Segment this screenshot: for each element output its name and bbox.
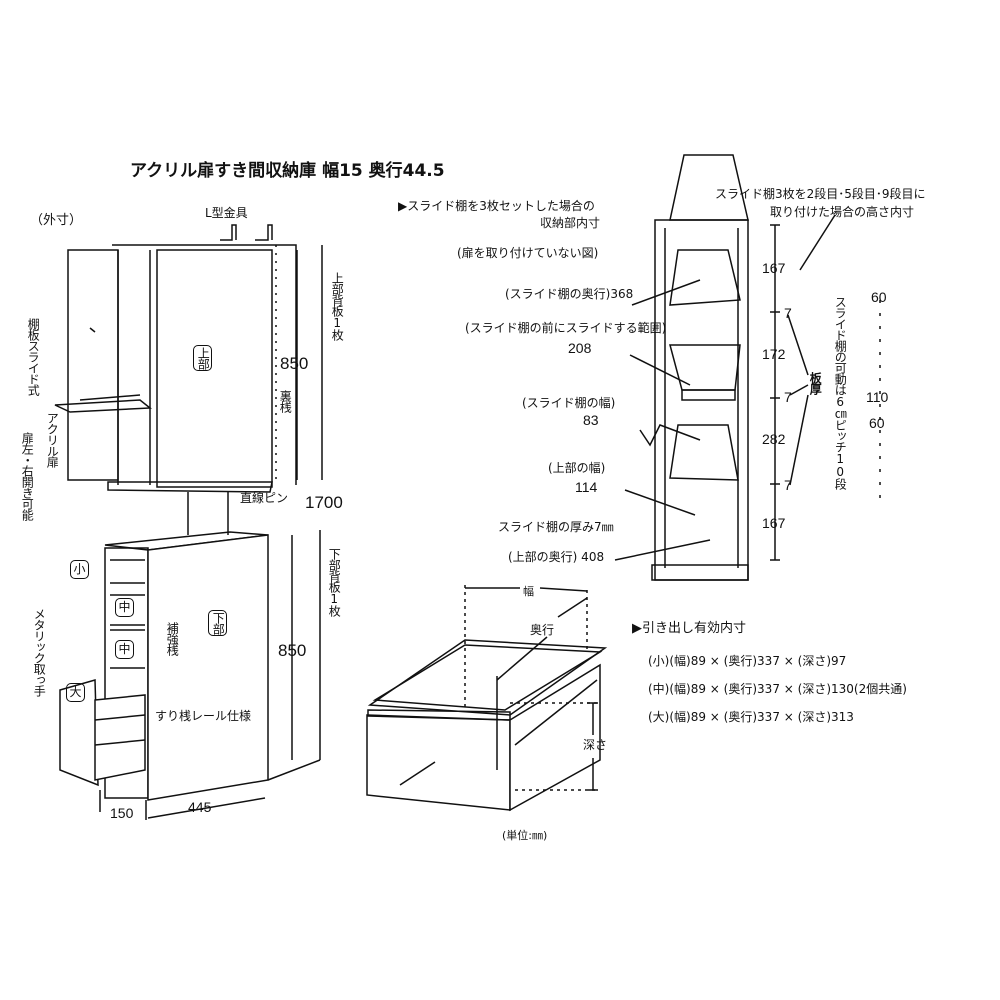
outer-dimension-label: （外寸） <box>30 213 83 228</box>
upper-height-850: 850 <box>280 354 309 373</box>
slide-range-label: (スライド棚の前にスライドする範囲) <box>465 321 667 335</box>
slide-width-label: (スライド棚の幅) <box>522 396 616 410</box>
height-note: スライド棚3枚を2段目･5段目･9段目に <box>715 187 926 201</box>
thickness-7-c: 7 <box>784 477 792 493</box>
pitch-note: スライド棚の可動は6㎝ピッチ10段 <box>833 296 848 489</box>
drawer-row-small: (小)(幅)89 × (奥行)337 × (深さ)97 <box>648 654 847 668</box>
drawer-mid-badge: 中 <box>115 598 134 617</box>
unit-label: (単位:㎜) <box>502 829 548 842</box>
thickness-7-a: 7 <box>784 305 792 321</box>
height-282: 282 <box>762 431 786 447</box>
straight-pin-label: 直線ピン <box>240 491 289 505</box>
slide-heading-2: 収納部内寸 <box>540 216 601 230</box>
reinforce-rail-label: 補強桟 <box>165 622 180 655</box>
drawer-mid-badge-2: 中 <box>115 640 134 659</box>
pitch-60-top: 60 <box>871 289 887 305</box>
door-left-right-label: 扉左・右開き可能 <box>20 432 35 520</box>
lower-height-850: 850 <box>278 641 307 660</box>
total-height-1700: 1700 <box>305 493 343 512</box>
depth-445: 445 <box>188 799 212 815</box>
drawer-small-badge: 小 <box>70 560 89 579</box>
lower-back-label: 下部背板1枚 <box>327 548 342 616</box>
drawer-box <box>366 585 608 812</box>
slide-depth-label: (スライド棚の奥行)368 <box>505 287 634 301</box>
drawer-row-large: (大)(幅)89 × (奥行)337 × (深さ)313 <box>648 710 854 724</box>
slide-range-value: 208 <box>568 340 592 356</box>
metallic-handle-label: メタリック取っ手 <box>32 608 47 696</box>
acrylic-door-label: アクリル扉 <box>45 412 60 467</box>
drawer-height-label: 深さ <box>583 738 608 752</box>
drawer-depth-label: 奥行 <box>530 623 555 637</box>
upper-width-value: 114 <box>575 479 598 495</box>
tall-cabinet-section <box>614 154 881 581</box>
height-note-2: 取り付けた場合の高さ内寸 <box>770 205 915 219</box>
no-door-note: (扉を取り付けていない図) <box>457 246 599 260</box>
drawer-row-mid: (中)(幅)89 × (奥行)337 × (深さ)130(2個共通) <box>648 682 907 696</box>
slide-width-value: 83 <box>583 412 599 428</box>
thickness-7-b: 7 <box>784 389 792 405</box>
pitch-60-mid: 60 <box>869 415 885 431</box>
lower-part-label: 下部 <box>208 610 228 636</box>
lower-cabinet <box>59 530 321 820</box>
depth-150: 150 <box>110 805 134 821</box>
back-rail-label: 裏桟 <box>278 390 293 412</box>
l-bracket-label: L型金具 <box>205 206 248 220</box>
height-172: 172 <box>762 346 786 362</box>
height-167-top: 167 <box>762 260 786 276</box>
upper-part-label: 上部 <box>193 345 213 371</box>
slide-thickness-label: スライド棚の厚み7㎜ <box>498 520 614 534</box>
drawer-large-badge: 大 <box>66 683 85 702</box>
drawer-inner-heading: ▶引き出し有効内寸 <box>632 621 746 636</box>
slide-heading: ▶スライド棚を3枚セットした場合の <box>398 199 595 213</box>
upper-back-label: 上部背板1枚 <box>330 272 345 340</box>
shelf-slide-label: 棚板スライド式 <box>26 318 41 395</box>
upper-cabinet <box>54 224 323 493</box>
upper-width-label: (上部の幅) <box>548 461 606 475</box>
pitch-110: 110 <box>866 389 889 405</box>
board-thickness-label: 板厚 <box>808 372 823 394</box>
upper-depth-label: (上部の奥行) 408 <box>508 550 605 564</box>
page-title: アクリル扉すき間収納庫 幅15 奥行44.5 <box>130 161 445 181</box>
height-167-bottom: 167 <box>762 515 786 531</box>
drawer-width-label: 幅 <box>523 585 534 598</box>
rail-spec-label: すり桟レール仕様 <box>155 709 252 723</box>
